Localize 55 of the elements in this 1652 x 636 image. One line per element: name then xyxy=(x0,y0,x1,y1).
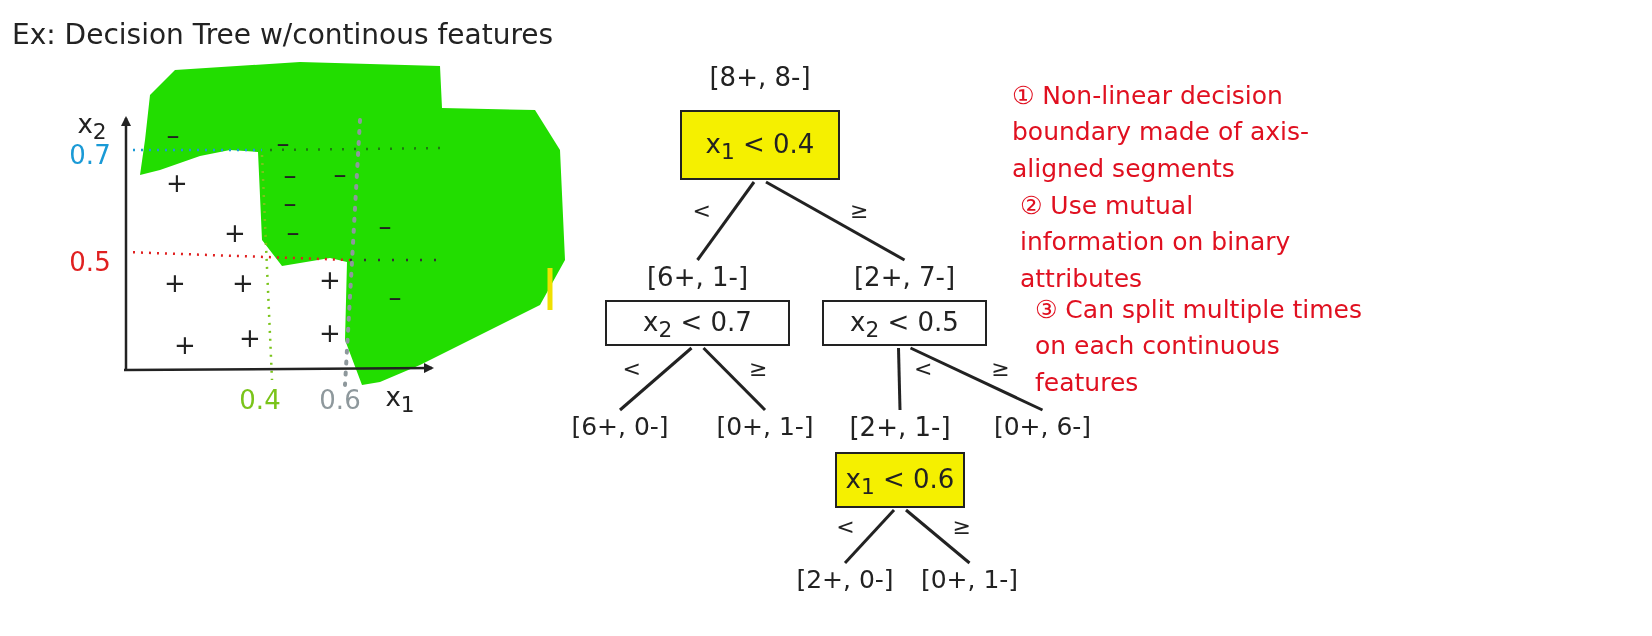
plus-sign: + xyxy=(166,170,188,196)
note: ① Non-linear decision boundary made of axis-aligned segments xyxy=(1012,80,1311,185)
edge-label: < xyxy=(622,358,641,380)
edge-label: < xyxy=(914,358,933,380)
axis-label: x$_{2}$ xyxy=(77,111,107,143)
sample-count: [8+, 8-] xyxy=(708,62,812,94)
tree-branch-line xyxy=(905,508,971,565)
edge-label: < xyxy=(836,515,855,538)
split-condition-box: x$_{1}$ < 0.6 xyxy=(835,452,965,508)
edge-label: ≥ xyxy=(850,200,869,222)
minus-sign: – xyxy=(333,161,347,187)
sample-count: [2+, 0-] xyxy=(795,565,895,594)
tree-branch-line xyxy=(897,347,902,411)
note: ② Use mutual information on binary attributes xyxy=(1020,190,1292,295)
tree-branch-line xyxy=(909,346,1044,412)
split-condition-box: x$_{2}$ < 0.7 xyxy=(605,300,790,346)
tree-branch-line xyxy=(702,346,767,412)
axis-label: x$_{1}$ xyxy=(385,384,415,416)
note: ③ Can split multiple times on each continuous features xyxy=(1035,294,1363,399)
minus-sign: – xyxy=(276,130,290,156)
plus-sign: + xyxy=(319,320,341,346)
tree-branch-line xyxy=(765,180,906,262)
tree-branch-line xyxy=(696,181,756,261)
minus-sign: – xyxy=(283,190,297,216)
sample-count: [2+, 1-] xyxy=(848,412,952,444)
title: Ex: Decision Tree w/continous features xyxy=(12,18,554,51)
tick-label: 0.7 xyxy=(69,142,111,168)
minus-sign: – xyxy=(283,162,297,188)
edge-label: ≥ xyxy=(952,515,971,538)
sample-count: [6+, 0-] xyxy=(565,412,675,441)
minus-sign: – xyxy=(166,122,180,148)
edge-label: < xyxy=(692,200,711,222)
plus-sign: + xyxy=(224,220,246,246)
plus-sign: + xyxy=(319,267,341,293)
sample-count: [0+, 6-] xyxy=(975,412,1110,441)
edge-label: ≥ xyxy=(749,358,768,380)
tree-branch-line xyxy=(843,509,896,564)
tick-label: 0.4 xyxy=(239,387,281,413)
minus-sign: – xyxy=(286,219,300,245)
tick-label: 0.5 xyxy=(69,249,111,275)
plus-sign: + xyxy=(174,332,196,358)
split-condition-box: x$_{1}$ < 0.4 xyxy=(680,110,840,180)
plus-sign: + xyxy=(232,270,254,296)
minus-sign: – xyxy=(388,284,402,310)
edge-label: ≥ xyxy=(991,358,1010,380)
tree-branch-line xyxy=(619,346,693,412)
sample-count: [6+, 1-] xyxy=(645,262,750,294)
tick-label: 0.6 xyxy=(319,387,361,413)
minus-sign: – xyxy=(378,213,392,239)
plus-sign: + xyxy=(239,325,261,351)
split-condition-box: x$_{2}$ < 0.5 xyxy=(822,300,987,346)
sample-count: [2+, 7-] xyxy=(852,262,957,294)
plus-sign: + xyxy=(164,270,186,296)
sample-count: [0+, 1-] xyxy=(710,412,820,441)
sample-count: [0+, 1-] xyxy=(912,565,1027,594)
